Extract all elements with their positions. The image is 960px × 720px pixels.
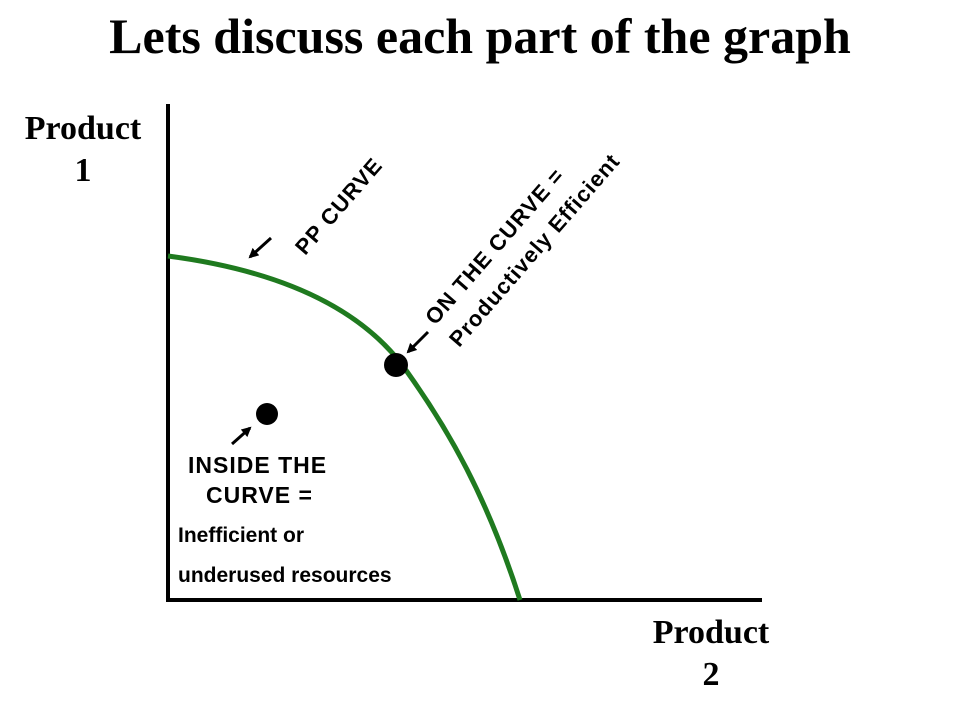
y-axis-label-line1: Product (24, 110, 142, 147)
x-axis-label-line1: Product (652, 614, 770, 651)
point-on-curve (384, 353, 408, 377)
point-inside-curve (256, 403, 278, 425)
x-axis-label: Product 2 (626, 612, 796, 696)
slide-title: Lets discuss each part of the graph (109, 8, 851, 64)
y-axis-label: Product 1 (8, 108, 158, 192)
inside-label-line3: Inefficient or (178, 524, 305, 547)
arrow-on-curve (406, 330, 430, 354)
y-axis-label-line2: 1 (74, 152, 92, 189)
x-axis-label-line2: 2 (702, 656, 720, 693)
inside-label-line1: INSIDE THE (188, 452, 328, 478)
inside-label-line4: underused resources (178, 564, 392, 587)
arrow-pp-curve (248, 236, 273, 259)
inside-label-line2: CURVE = (206, 482, 313, 508)
arrow-inside-curve (231, 426, 252, 446)
